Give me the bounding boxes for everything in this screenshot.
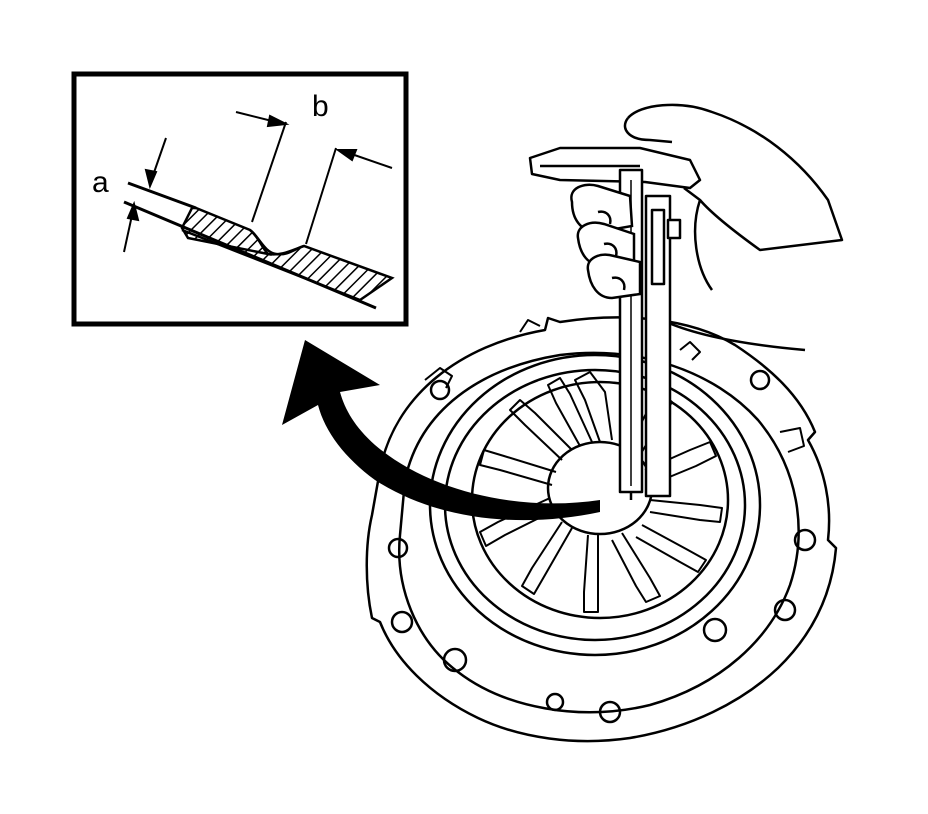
label-b: b: [312, 90, 329, 123]
hand-icon: [623, 103, 844, 352]
detail-inset: a b: [71, 71, 409, 327]
vernier-caliper-icon: [528, 146, 702, 500]
label-a: a: [92, 166, 109, 199]
dimension-a: [123, 137, 167, 253]
hand-fingers: [570, 183, 642, 300]
dimension-b: [235, 111, 393, 245]
clutch-cover-icon: [365, 316, 838, 743]
callout-arrow-icon: [282, 340, 600, 521]
